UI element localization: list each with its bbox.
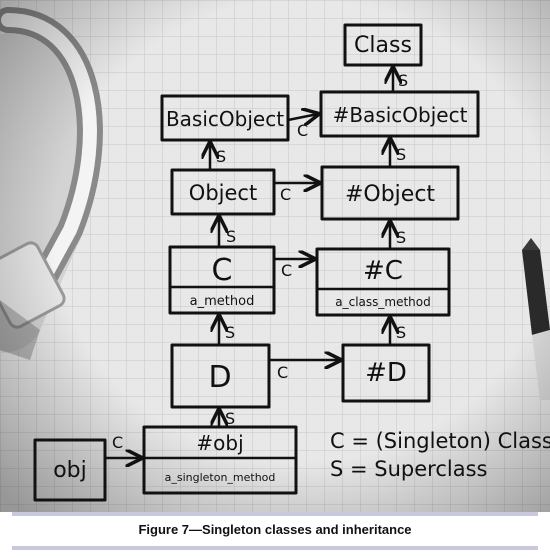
edge-label-s-5: S	[396, 228, 406, 247]
edge-label-c-5: C	[112, 433, 123, 452]
edge-label-s-6: S	[225, 323, 235, 342]
caption-area: Figure 7—Singleton classes and inheritan…	[0, 512, 550, 558]
edge-label-s-7: S	[396, 323, 406, 342]
c-label: C	[212, 253, 233, 288]
obj-label: obj	[53, 458, 87, 483]
edge-label-s-1: S	[398, 71, 408, 90]
basic-object-box	[160, 94, 290, 142]
class-box	[343, 23, 423, 67]
diagram-photo: Class BasicObject #BasicObject Object #O…	[0, 0, 550, 512]
edge-label-s-3: S	[396, 145, 406, 164]
meta-obj-label: #obj	[196, 431, 243, 455]
figure-caption: Figure 7—Singleton classes and inheritan…	[138, 522, 412, 537]
d-label: D	[208, 360, 231, 395]
d-box	[170, 343, 271, 409]
arrow-basicobject-to-meta	[287, 114, 318, 120]
meta-basic-object-label: #BasicObject	[333, 103, 468, 127]
legend-line-2: S = Superclass	[330, 457, 487, 481]
edge-label-s-4: S	[226, 227, 236, 246]
caption-rule-bottom	[12, 546, 538, 550]
meta-obj-method-label: a_singleton_method	[165, 471, 276, 484]
object-box	[170, 168, 276, 216]
caption-rule-top	[12, 512, 538, 516]
meta-object-label: #Object	[345, 182, 435, 207]
c-method-label: a_method	[190, 294, 255, 309]
edge-label-s-2: S	[216, 147, 226, 166]
meta-c-label: #C	[363, 256, 403, 286]
c-box	[168, 245, 276, 315]
object-label: Object	[189, 181, 257, 205]
meta-c-method-label: a_class_method	[335, 295, 430, 309]
basic-object-label: BasicObject	[166, 107, 284, 131]
edge-label-c-4: C	[277, 363, 288, 382]
obj-box	[33, 438, 107, 502]
meta-d-label: #D	[365, 358, 407, 388]
edge-label-c-1: C	[297, 121, 308, 140]
edge-label-c-3: C	[281, 261, 292, 280]
meta-d-box	[341, 343, 431, 403]
meta-c-box	[315, 247, 451, 317]
edge-label-s-8: S	[225, 409, 235, 428]
legend-line-1: C = (Singleton) Class	[330, 429, 550, 453]
class-label: Class	[354, 33, 412, 58]
edge-label-c-2: C	[280, 185, 291, 204]
